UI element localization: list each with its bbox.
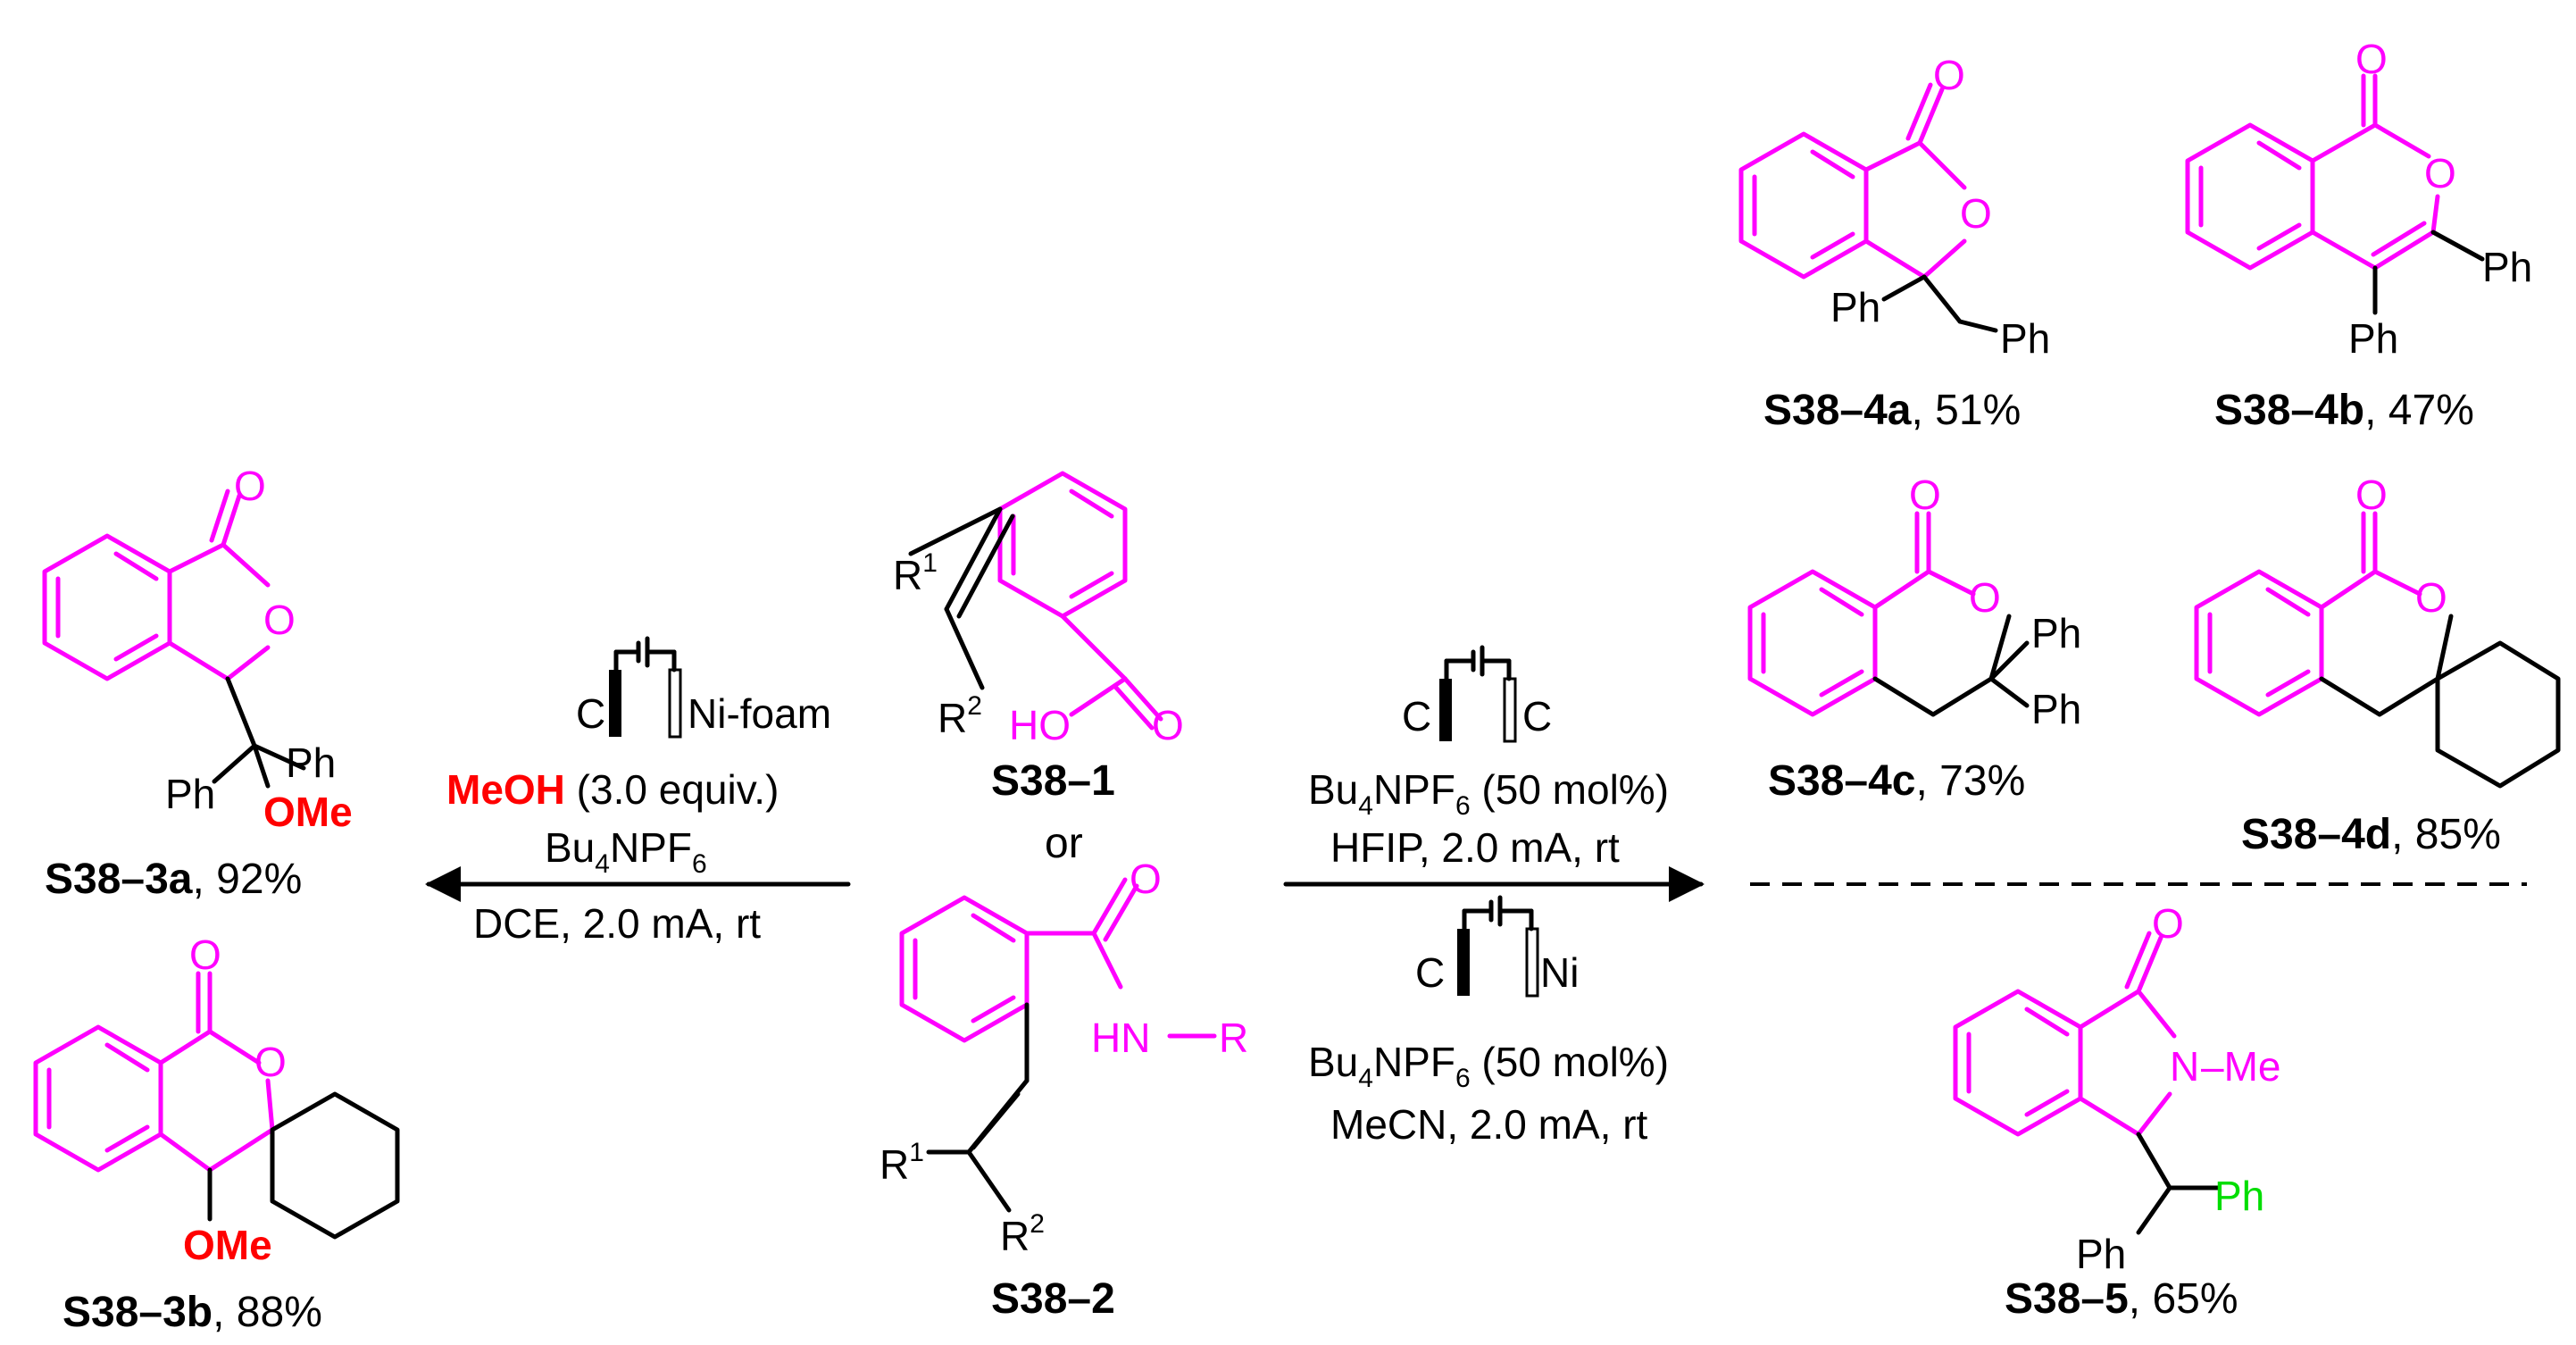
s38-5-caption: S38–5, 65% <box>2005 1275 2238 1323</box>
s38-5-ph-green: Ph <box>2214 1173 2264 1219</box>
s38-1-r2-label: R2 <box>938 691 982 741</box>
s38-4a-ph-left: Ph <box>1830 284 1880 330</box>
left-cathode-label: Ni-foam <box>688 690 831 737</box>
s38-4b-caption: S38–4b, 47% <box>2214 387 2474 434</box>
s38-3b-ring-o: O <box>254 1039 287 1085</box>
right-bottom-electrode-icon: C Ni <box>1415 895 1579 998</box>
left-electrolyte-line: Bu4NPF6 <box>545 824 707 879</box>
or-label: or <box>1045 820 1083 867</box>
s38-4a-carbonyl-o: O <box>1933 52 1965 98</box>
compound-s38-1: R1 R2 HO O S38–1 or <box>893 471 1184 867</box>
s38-4d-carbonyl-o: O <box>2355 472 2388 518</box>
s38-3a-ring-o: O <box>263 597 296 643</box>
s38-2-id: S38–2 <box>991 1275 1115 1323</box>
s38-3b-carbonyl-o: O <box>189 931 221 978</box>
compound-s38-3b: O O OMe S38–3b, 88% <box>33 931 400 1336</box>
s38-4c-ring-o: O <box>1969 574 2001 621</box>
s38-4a-ph-right: Ph <box>2000 315 2050 362</box>
s38-3b-caption: S38–3b, 88% <box>63 1289 322 1336</box>
right-bottom-electrolyte-line: Bu4NPF6 (50 mol%) <box>1308 1039 1669 1093</box>
compound-s38-3a: O O Ph Ph OMe S38–3a, 92% <box>42 463 353 903</box>
s38-4a-caption: S38–4a, 51% <box>1763 387 2021 434</box>
s38-1-r1-label: R1 <box>893 548 938 598</box>
left-reagent-line: MeOH (3.0 equiv.) <box>446 766 779 813</box>
s38-3a-ph-right: Ph <box>286 739 336 786</box>
s38-3b-ome: OMe <box>183 1222 272 1268</box>
s38-4b-carbonyl-o: O <box>2355 36 2388 82</box>
s38-2-r1-label: R1 <box>880 1138 924 1188</box>
right-top-solvent-line: HFIP, 2.0 mA, rt <box>1330 824 1620 871</box>
compound-s38-4a: O O Ph Ph S38–4a, 51% <box>1738 52 2050 434</box>
s38-4c-carbonyl-o: O <box>1909 472 1941 518</box>
s38-2-r2-label: R2 <box>1000 1209 1045 1259</box>
compound-s38-4d: O O S38–4d, 85% <box>2194 472 2561 858</box>
s38-4c-caption: S38–4c, 73% <box>1768 757 2025 805</box>
s38-5-me: –Me <box>2201 1043 2280 1090</box>
s38-4c-ph-bottom: Ph <box>2031 686 2081 732</box>
compound-s38-5: O N –Me Ph Ph S38–5, 65% <box>1953 900 2280 1323</box>
s38-1-id: S38–1 <box>991 757 1115 805</box>
right-top-cathode-label: C <box>1522 693 1552 739</box>
s38-4b-ph-bottom: Ph <box>2348 315 2398 362</box>
s38-4c-ph-top: Ph <box>2031 610 2081 656</box>
s38-3a-caption: S38–3a, 92% <box>45 856 302 903</box>
left-solvent-line: DCE, 2.0 mA, rt <box>473 900 761 947</box>
left-electrode-icon: C Ni-foam <box>576 636 831 739</box>
s38-1-o-label: O <box>1152 702 1184 748</box>
s38-3a-ph-left: Ph <box>165 771 215 817</box>
s38-5-carbonyl-o: O <box>2152 900 2184 947</box>
s38-4b-ring-o: O <box>2424 150 2456 196</box>
right-bottom-cathode-label: Ni <box>1540 949 1579 996</box>
right-top-electrode-icon: C C <box>1402 645 1552 743</box>
s38-2-o-label: O <box>1130 856 1162 902</box>
s38-5-n: N <box>2170 1043 2199 1090</box>
left-anode-label: C <box>576 690 605 737</box>
s38-5-ph-left: Ph <box>2076 1231 2126 1277</box>
compound-s38-4b: O O Ph Ph S38–4b, 47% <box>2185 36 2532 434</box>
compound-s38-4c: O O Ph Ph S38–4c, 73% <box>1747 472 2081 805</box>
right-bottom-anode-label: C <box>1415 949 1445 996</box>
right-top-anode-label: C <box>1402 693 1431 739</box>
right-top-electrolyte-line: Bu4NPF6 (50 mol%) <box>1308 766 1669 821</box>
s38-4b-ph-right: Ph <box>2482 244 2532 290</box>
compound-s38-2: O HN R R1 R2 S38–2 <box>880 856 1248 1323</box>
s38-4a-ring-o: O <box>1960 190 1992 237</box>
s38-2-r-label: R <box>1219 1015 1248 1061</box>
s38-3a-carbonyl-o: O <box>234 463 266 509</box>
s38-4d-ring-o: O <box>2415 574 2447 621</box>
s38-3a-ome: OMe <box>263 789 353 835</box>
s38-1-oh-label: HO <box>1009 702 1071 748</box>
s38-4d-caption: S38–4d, 85% <box>2241 811 2501 858</box>
right-bottom-solvent-line: MeCN, 2.0 mA, rt <box>1330 1101 1648 1148</box>
s38-2-nh-label: HN <box>1091 1015 1150 1061</box>
